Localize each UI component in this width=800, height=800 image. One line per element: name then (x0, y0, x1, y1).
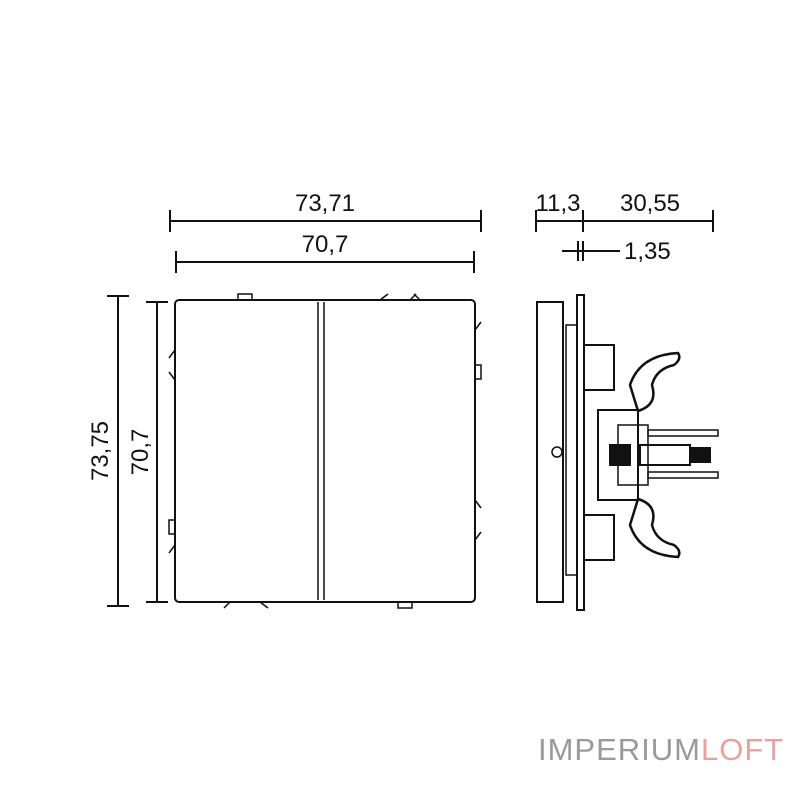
logo-part1: IMPERIUM (538, 732, 701, 767)
dim-label: 73,71 (295, 190, 355, 217)
dim-outer-height: 73,75 (87, 295, 129, 607)
logo-part2: LOFT (701, 732, 785, 767)
dim-label: 11,3 (536, 190, 581, 217)
side-view-mechanism (536, 294, 719, 611)
imperiumloft-logo: IMPERIUMLOFT (538, 732, 784, 768)
dim-label: 1,35 (624, 238, 671, 265)
dim-label: 30,55 (620, 190, 680, 217)
dim-side-depths: 11,3 30,55 (535, 190, 714, 232)
dim-plate-thickness: 1,35 (562, 238, 671, 265)
dim-inner-width: 70,7 (175, 231, 475, 273)
front-view-switch (168, 293, 482, 609)
dim-outer-width: 73,71 (169, 190, 482, 232)
dim-inner-height: 70,7 (127, 301, 168, 603)
dim-label: 73,75 (87, 421, 114, 481)
dim-label: 70,7 (127, 429, 154, 476)
dim-label: 70,7 (302, 231, 349, 258)
